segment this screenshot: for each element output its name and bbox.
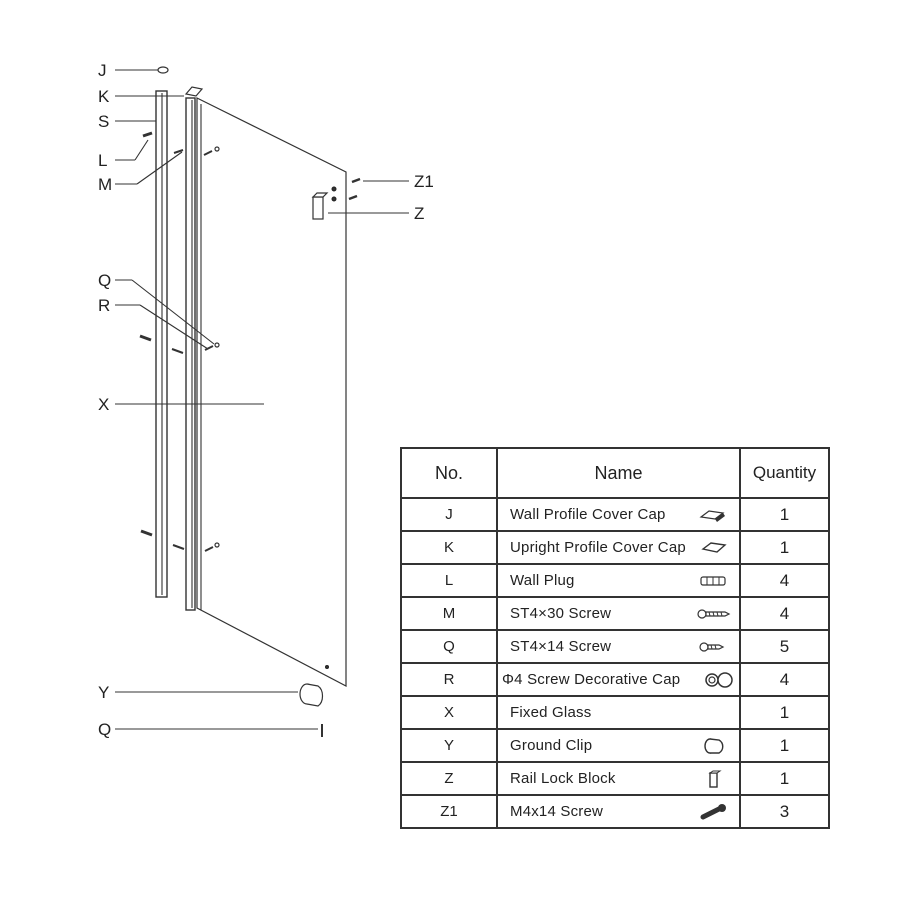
decorative-cap-icon xyxy=(703,671,737,689)
part-number: Z1 xyxy=(400,794,498,829)
part-quantity: 1 xyxy=(739,761,830,796)
part-number: L xyxy=(400,563,498,598)
ground-clip-icon xyxy=(697,737,731,755)
lock-block-icon xyxy=(697,770,731,788)
part-quantity: 4 xyxy=(739,596,830,631)
part-number: Z xyxy=(400,761,498,796)
part-name: Wall Profile Cover Cap xyxy=(510,506,666,523)
part-number: Q xyxy=(400,629,498,664)
short-screw-icon xyxy=(697,638,731,656)
leader-lines xyxy=(115,69,409,730)
callout-z: Z xyxy=(414,204,424,223)
table-row: J Wall Profile Cover Cap 1 xyxy=(400,497,830,532)
machine-screws-part xyxy=(331,177,361,202)
table-row: Z1 M4x14 Screw 3 xyxy=(400,794,830,829)
table-row: Q ST4×14 Screw 5 xyxy=(400,629,830,664)
callout-x: X xyxy=(98,395,109,414)
callout-q: Q xyxy=(98,271,111,290)
fixed-glass-panel xyxy=(196,97,347,687)
part-number: X xyxy=(400,695,498,730)
part-quantity: 4 xyxy=(739,662,830,697)
table-row: K Upright Profile Cover Cap 1 xyxy=(400,530,830,565)
part-quantity: 1 xyxy=(739,530,830,565)
part-name: M4x14 Screw xyxy=(510,803,604,820)
part-quantity: 3 xyxy=(739,794,830,829)
part-number: K xyxy=(400,530,498,565)
callout-r: R xyxy=(98,296,110,315)
header-no: No. xyxy=(400,447,498,499)
bottom-fasteners xyxy=(140,529,220,552)
callout-k: K xyxy=(98,87,110,106)
part-number: R xyxy=(400,662,498,697)
long-screw-icon xyxy=(697,605,731,623)
part-number: M xyxy=(400,596,498,631)
callout-y: Y xyxy=(98,683,109,702)
callout-labels: J K S L M Z1 Z Q R X Y Q xyxy=(98,61,434,739)
header-name: Name xyxy=(496,447,741,499)
wall-cover-cap-part xyxy=(157,66,169,74)
callout-j: J xyxy=(98,61,107,80)
table-header-row: No. Name Quantity xyxy=(400,447,830,499)
part-quantity: 1 xyxy=(739,497,830,532)
header-quantity: Quantity xyxy=(739,447,830,499)
table-row: X Fixed Glass 1 xyxy=(400,695,830,730)
part-name: Fixed Glass xyxy=(510,704,592,721)
part-name: Φ4 Screw Decorative Cap xyxy=(502,671,681,688)
callout-s: S xyxy=(98,112,109,131)
part-quantity: 4 xyxy=(739,563,830,598)
callout-q-bottom: Q xyxy=(98,720,111,739)
table-row: R Φ4 Screw Decorative Cap 4 xyxy=(400,662,830,697)
table-row: Y Ground Clip 1 xyxy=(400,728,830,763)
wall-plug-icon xyxy=(697,572,731,590)
part-name: Wall Plug xyxy=(510,572,575,589)
part-quantity: 1 xyxy=(739,728,830,763)
upright-profile xyxy=(185,97,196,611)
table-row: Z Rail Lock Block 1 xyxy=(400,761,830,796)
part-name: ST4×30 Screw xyxy=(510,605,612,622)
part-quantity: 5 xyxy=(739,629,830,664)
cover-cap-icon xyxy=(697,506,731,524)
part-name: ST4×14 Screw xyxy=(510,638,612,655)
middle-fasteners xyxy=(139,334,220,354)
part-number: Y xyxy=(400,728,498,763)
parts-list-table: No. Name Quantity J Wall Profile Cover C… xyxy=(400,447,830,829)
part-name: Rail Lock Block xyxy=(510,770,616,787)
machine-screw-icon xyxy=(697,803,731,821)
callout-m: M xyxy=(98,175,112,194)
rail-lock-block-part xyxy=(312,196,324,220)
top-fasteners xyxy=(142,131,220,156)
upright-cap-icon xyxy=(697,539,731,557)
table-row: M ST4×30 Screw 4 xyxy=(400,596,830,631)
table-row: L Wall Plug 4 xyxy=(400,563,830,598)
callout-l: L xyxy=(98,151,107,170)
ground-clip-part xyxy=(299,683,324,707)
callout-z1: Z1 xyxy=(414,172,434,191)
part-number: J xyxy=(400,497,498,532)
part-quantity: 1 xyxy=(739,695,830,730)
upright-cover-cap-part xyxy=(184,86,204,97)
part-name: Ground Clip xyxy=(510,737,593,754)
part-name: Upright Profile Cover Cap xyxy=(510,539,686,556)
